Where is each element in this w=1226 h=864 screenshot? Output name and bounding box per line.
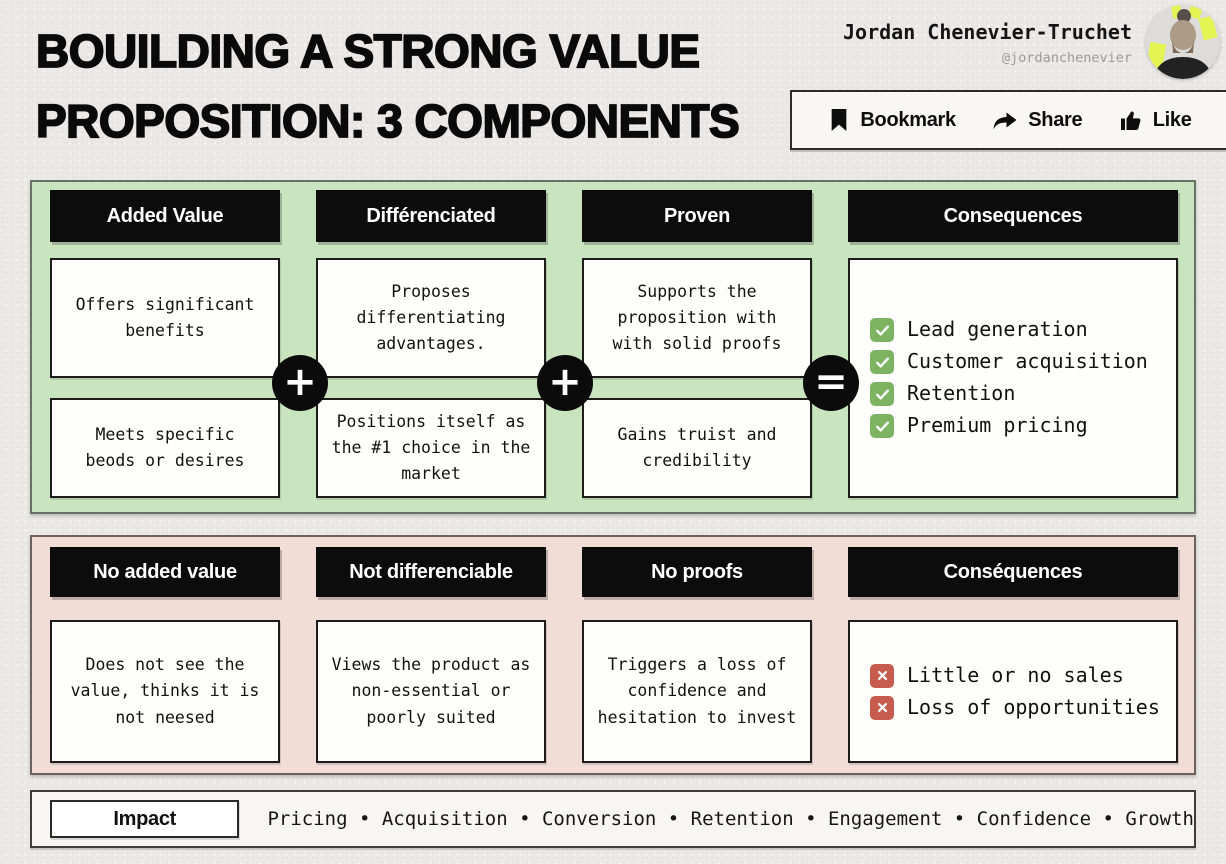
value-box: Views the product as non-essential or po… xyxy=(316,620,546,763)
checkmark-icon xyxy=(870,350,894,374)
bookmark-label: Bookmark xyxy=(860,108,956,131)
column-header: No proofs xyxy=(582,547,812,597)
equals-icon: = xyxy=(803,355,859,411)
value-box: Positions itself as the #1 choice in the… xyxy=(316,398,546,498)
column-no-added-value: No added value Does not see the value, t… xyxy=(50,547,280,773)
column-differenciated: Différenciated Proposes differentiating … xyxy=(316,190,546,512)
checkmark-icon xyxy=(870,382,894,406)
impact-label: Impact xyxy=(50,800,240,838)
action-bar: Bookmark Share Like xyxy=(790,90,1226,150)
avatar xyxy=(1146,5,1220,79)
checklist-label: Retention xyxy=(907,381,1016,406)
plus-glyph: + xyxy=(548,358,582,405)
avatar-illustration xyxy=(1146,5,1220,79)
author-name: Jordan Chenevier-Truchet xyxy=(843,20,1132,44)
column-header: Proven xyxy=(582,190,812,242)
like-button[interactable]: Like xyxy=(1119,108,1192,132)
column-proven: Proven Supports the proposition with wit… xyxy=(582,190,812,512)
value-box: Offers significant benefits xyxy=(50,258,280,378)
checklist-item: Customer acquisition xyxy=(870,346,1148,378)
negative-panel: No added value Does not see the value, t… xyxy=(30,535,1196,775)
column-no-proofs: No proofs Triggers a loss of confidence … xyxy=(582,547,812,773)
share-button[interactable]: Share xyxy=(992,108,1083,132)
positive-columns: Added Value Offers significant benefits … xyxy=(32,182,1194,512)
plus-glyph: + xyxy=(283,358,317,405)
xlist-item: Little or no sales xyxy=(870,660,1124,692)
checkmark-icon xyxy=(870,318,894,342)
column-header: Différenciated xyxy=(316,190,546,242)
column-header: Not differenciable xyxy=(316,547,546,597)
plus-icon: + xyxy=(537,355,593,411)
checklist-item: Premium pricing xyxy=(870,410,1088,442)
author-block: Jordan Chenevier-Truchet @jordanchenevie… xyxy=(843,20,1132,66)
column-header: Conséquences xyxy=(848,547,1178,597)
checklist-item: Retention xyxy=(870,378,1015,410)
checklist-item: Lead generation xyxy=(870,314,1088,346)
xlist-item: Loss of opportunities xyxy=(870,692,1160,724)
share-icon xyxy=(992,108,1018,132)
page-title: BOUILDING A STRONG VALUE PROPOSITION: 3 … xyxy=(35,16,740,156)
checklist-label: Premium pricing xyxy=(907,413,1088,438)
equals-glyph: = xyxy=(814,358,848,405)
like-label: Like xyxy=(1152,108,1192,131)
author-handle: @jordanchenevier xyxy=(1001,50,1132,66)
bookmark-button[interactable]: Bookmark xyxy=(828,107,956,133)
column-consequences-positive: Consequences Lead generation Customer ac… xyxy=(848,190,1178,512)
share-label: Share xyxy=(1028,108,1083,131)
value-box: Meets specific beods or desires xyxy=(50,398,280,498)
page-title-line1: BOUILDING A STRONG VALUE xyxy=(35,24,701,78)
value-box: Gains truist and credibility xyxy=(582,398,812,498)
column-consequences-negative: Conséquences Little or no sales Loss of … xyxy=(848,547,1178,773)
impact-items: Pricing • Acquisition • Conversion • Ret… xyxy=(267,808,1194,830)
column-not-differenciable: Not differenciable Views the product as … xyxy=(316,547,546,773)
x-icon xyxy=(870,663,894,688)
column-header: Consequences xyxy=(848,190,1178,242)
negative-columns: No added value Does not see the value, t… xyxy=(32,537,1194,773)
positive-panel: Added Value Offers significant benefits … xyxy=(30,180,1196,514)
impact-bar: Impact Pricing • Acquisition • Conversio… xyxy=(30,790,1196,848)
column-header: No added value xyxy=(50,547,280,597)
xlist-label: Loss of opportunities xyxy=(907,694,1160,719)
page-title-line2: PROPOSITION: 3 COMPONENTS xyxy=(35,94,740,148)
thumbs-up-icon xyxy=(1119,108,1143,132)
column-added-value: Added Value Offers significant benefits … xyxy=(50,190,280,512)
bookmark-icon xyxy=(828,107,850,133)
consequences-xlist: Little or no sales Loss of opportunities xyxy=(848,620,1178,763)
value-box: Does not see the value, thinks it is not… xyxy=(50,620,280,763)
checklist-label: Customer acquisition xyxy=(907,349,1148,374)
value-box: Proposes differentiating advantages. xyxy=(316,258,546,378)
checklist-label: Lead generation xyxy=(907,317,1088,342)
column-header: Added Value xyxy=(50,190,280,242)
value-box: Supports the proposition with with solid… xyxy=(582,258,812,378)
x-icon xyxy=(870,695,894,720)
checkmark-icon xyxy=(870,414,894,438)
xlist-label: Little or no sales xyxy=(907,662,1124,687)
consequences-checklist: Lead generation Customer acquisition Ret… xyxy=(848,258,1178,498)
value-box: Triggers a loss of confidence and hesita… xyxy=(582,620,812,763)
plus-icon: + xyxy=(272,355,328,411)
